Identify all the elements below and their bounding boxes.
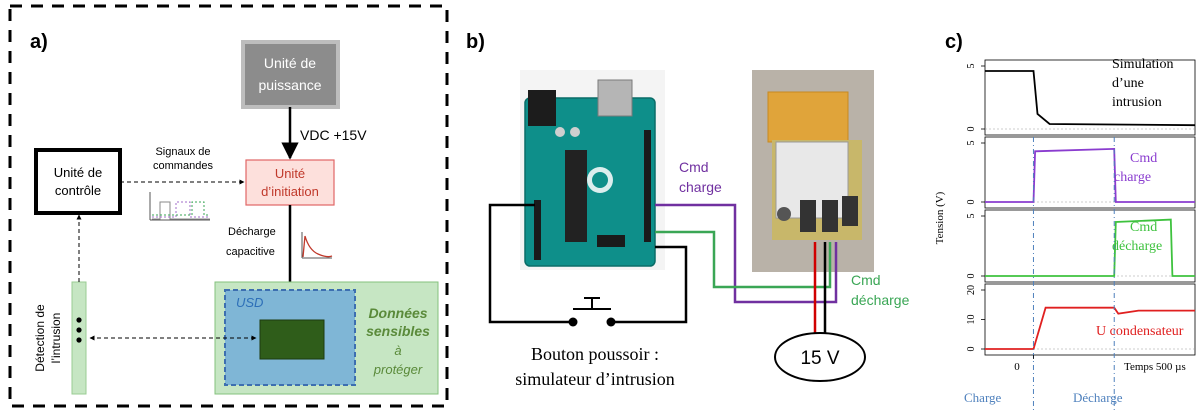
arduino-board — [520, 70, 665, 270]
vdc-label: VDC +15V — [300, 127, 367, 143]
data-label-4: protéger — [373, 362, 423, 377]
decharge-marker-label: Décharge — [1073, 390, 1123, 405]
trace-line-3 — [985, 218, 1195, 277]
y-tick-label: 0 — [966, 347, 977, 352]
panel-c-label: c) — [945, 31, 963, 53]
panel-a-label: a) — [30, 31, 48, 53]
signals-label-2: commandes — [153, 160, 213, 172]
power-unit-label-2: puissance — [258, 77, 321, 93]
ground-wire — [614, 245, 688, 324]
trace1-label-1: Simulation — [1112, 57, 1173, 72]
detection-label-2: l’intrusion — [49, 313, 63, 364]
trace2-label-2: charge — [1114, 170, 1151, 185]
power-unit-box — [241, 40, 340, 109]
cmd-decharge-label-1: Cmd — [851, 272, 881, 288]
discharge-label-1: Décharge — [228, 226, 276, 238]
voltage-label: 15 V — [800, 348, 839, 369]
y-tick-label: 0 — [966, 274, 977, 279]
trace-panel-frame — [984, 136, 1196, 209]
y-tick-label: 20 — [966, 285, 977, 295]
panel-b: b) — [466, 31, 910, 389]
button-left-wire — [488, 203, 570, 324]
x-zero-label: 0 — [1014, 361, 1020, 373]
data-label-2: sensibles — [366, 323, 430, 339]
init-unit-label-1: Unité — [275, 166, 305, 181]
trace3-label-1: Cmd — [1130, 220, 1157, 235]
discharge-curve-icon — [301, 232, 333, 259]
cmd-decharge-label-2: décharge — [851, 292, 910, 308]
init-unit-label-2: d’initiation — [261, 184, 319, 199]
initiation-module-photo — [752, 70, 874, 272]
pulse-signals-icon — [149, 192, 210, 221]
trace-panel-frame — [984, 209, 1196, 283]
trace4-label: U condensateur — [1096, 324, 1184, 339]
trace2-label-1: Cmd — [1130, 151, 1157, 166]
trace1-label-3: intrusion — [1112, 95, 1162, 110]
panel-c: c) Tension (V) 5 0 5 0 5 0 20 10 0 0 Temps 500 µ… — [934, 31, 1196, 413]
init-unit-box — [245, 159, 335, 206]
data-label-3: à — [394, 343, 401, 358]
y-tick-label: 0 — [966, 200, 977, 205]
decharge-wire — [655, 230, 832, 289]
discharge-label-2: capacitive — [226, 246, 275, 258]
trace1-label-2: d’une — [1112, 76, 1144, 91]
y-tick-label: 5 — [966, 214, 977, 219]
push-button-symbol — [568, 297, 616, 327]
x-axis-title: Temps 500 µs — [1124, 361, 1186, 373]
panel-a-dashed-border — [8, 4, 449, 408]
cmd-charge-label-2: charge — [679, 179, 722, 195]
y-axis-title: Tension (V) — [934, 191, 946, 244]
y-tick-label: 5 — [966, 141, 977, 146]
detection-dot-3 — [76, 337, 82, 343]
data-label-1: Données — [368, 305, 427, 321]
trace-line-1 — [985, 70, 1196, 127]
control-unit-box — [34, 148, 122, 215]
detection-dot-1 — [76, 317, 82, 323]
detection-label-1: Détection de — [33, 304, 47, 372]
control-unit-label-2: contrôle — [55, 183, 101, 198]
y-tick-label: 5 — [966, 64, 977, 69]
trace-line-2 — [985, 147, 1195, 203]
signals-label-1: Signaux de — [155, 146, 210, 158]
control-unit-label-1: Unité de — [54, 165, 102, 180]
trace-panel-frame — [984, 283, 1196, 356]
voltage-source — [774, 332, 866, 382]
memory-chip — [259, 319, 325, 360]
button-caption-1: Bouton poussoir : — [531, 344, 659, 364]
panel-b-label: b) — [466, 31, 485, 53]
trace-panel-frame — [984, 59, 1196, 136]
button-caption-2: simulateur d’intrusion — [515, 369, 674, 389]
cmd-charge-label-1: Cmd — [679, 159, 709, 175]
charge-wire — [655, 203, 838, 304]
charge-marker-label: Charge — [964, 390, 1002, 405]
trace3-label-2: décharge — [1112, 239, 1162, 254]
oscilloscope-traces: 5 0 5 0 5 0 20 10 0 — [966, 59, 1196, 413]
power-unit-label-1: Unité de — [264, 55, 316, 71]
y-tick-label: 0 — [966, 127, 977, 132]
y-tick-label: 10 — [966, 315, 977, 325]
wiring — [488, 203, 838, 350]
detection-dot-2 — [76, 327, 82, 333]
panel-a: a) Unité de puissance VDC +15V Unité d’i… — [8, 4, 449, 408]
usd-label: USD — [236, 295, 263, 310]
